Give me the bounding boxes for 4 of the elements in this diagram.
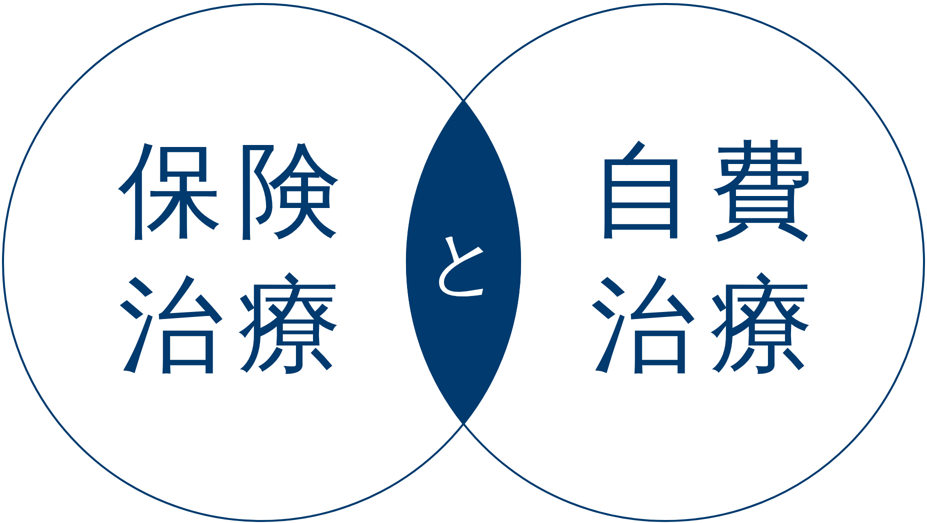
set-label: 保険治療 [118,128,357,388]
conjunction-label: と [426,222,500,302]
set-label: 自費治療 [590,128,829,388]
overlap-area [406,99,521,425]
